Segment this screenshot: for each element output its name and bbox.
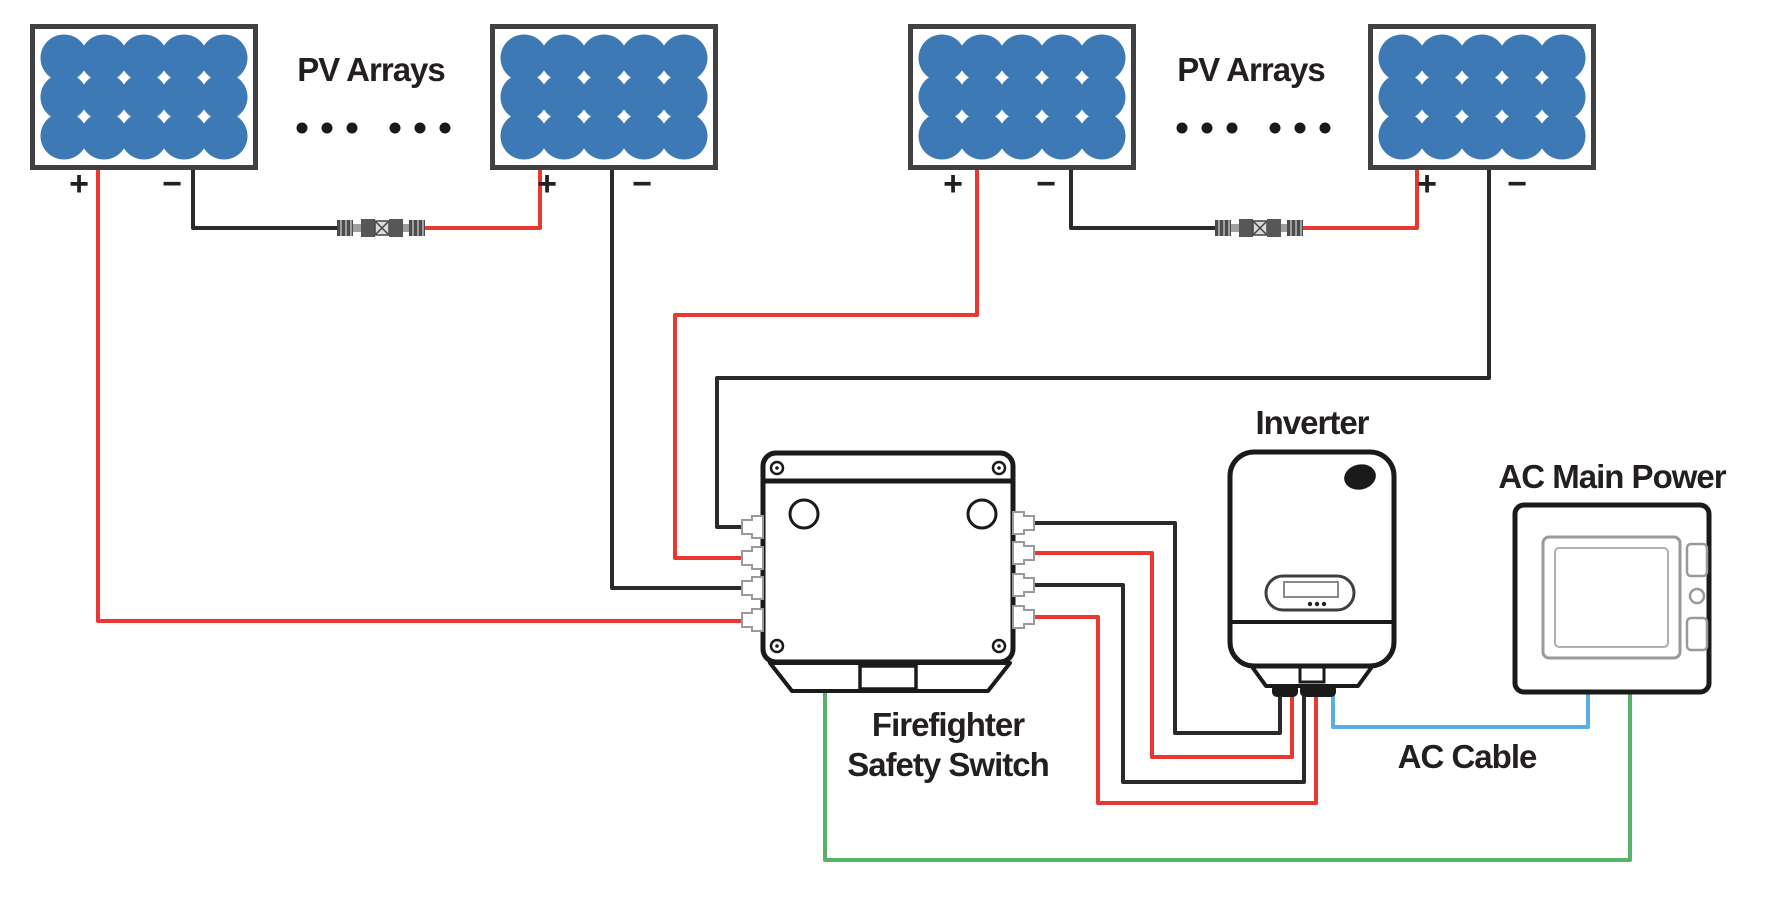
inverter-label: Inverter xyxy=(1255,404,1369,441)
pv-panel-1: + − xyxy=(33,27,256,203)
pv-arrays-label-2: PV Arrays xyxy=(1177,51,1325,88)
wire-pv1-positive xyxy=(96,166,742,623)
ac-box-latch xyxy=(1688,587,1706,605)
wiring xyxy=(96,166,1632,862)
screw-icon xyxy=(769,638,785,654)
wire-connector2-to-pv4-positive xyxy=(1297,166,1419,230)
ac-box-hinge-top xyxy=(1685,542,1709,578)
inverter-gland-right xyxy=(1300,684,1336,697)
wire-pv4-negative xyxy=(715,166,1491,529)
screw-icon xyxy=(991,460,1007,476)
ac-cable-label: AC Cable xyxy=(1398,738,1537,775)
firefighter-safety-switch-label-line2: Safety Switch xyxy=(847,746,1049,783)
wire-switch-out-3 xyxy=(1034,583,1306,784)
pv-panel-4-positive-label: + xyxy=(1417,165,1437,203)
switch-pedestal-notch xyxy=(858,664,918,691)
wire-connector1-to-pv2-positive xyxy=(419,166,542,230)
inverter-logo-dot xyxy=(1344,464,1376,490)
wire-pv1-negative xyxy=(191,166,343,230)
pv-panel-4: + − xyxy=(1371,27,1594,203)
wire-pv2-negative xyxy=(610,166,742,590)
switch-input-tabs xyxy=(741,515,764,632)
pv-panel-1-negative-label: − xyxy=(162,165,182,203)
pv-panel-3: + − xyxy=(911,27,1134,203)
ac-main-power-label: AC Main Power xyxy=(1498,458,1726,495)
wire-ground xyxy=(823,686,1632,862)
wire-pv3-negative xyxy=(1069,166,1221,230)
screw-icon xyxy=(991,638,1007,654)
wire-switch-out-1 xyxy=(1034,521,1282,735)
screw-icon xyxy=(769,460,785,476)
switch-body xyxy=(760,450,1016,665)
pv-arrays-label-1: PV Arrays xyxy=(297,51,445,88)
inverter: Inverter xyxy=(1227,404,1397,697)
inverter-display-buttons xyxy=(1307,601,1327,607)
ellipsis-dots-1 xyxy=(296,122,451,134)
pv-panel-3-negative-label: − xyxy=(1036,165,1056,203)
switch-knockout-right xyxy=(966,498,998,530)
ac-box-window-inner xyxy=(1554,547,1669,648)
wire-pv3-positive xyxy=(673,166,979,560)
switch-knockout-left xyxy=(788,498,820,530)
pv-panel-3-positive-label: + xyxy=(943,165,963,203)
pv-panel-2-negative-label: − xyxy=(632,165,652,203)
pv-panel-1-positive-label: + xyxy=(69,165,89,203)
firefighter-safety-switch-label-line1: Firefighter xyxy=(872,706,1025,743)
firefighter-safety-switch: Firefighter Safety Switch xyxy=(741,450,1050,783)
ac-main-power: AC Main Power xyxy=(1498,458,1728,695)
inverter-body xyxy=(1227,449,1397,669)
pv-panel-4-negative-label: − xyxy=(1507,165,1527,203)
ac-box-hinge-bottom xyxy=(1685,616,1709,652)
ellipsis-dots-2 xyxy=(1176,122,1331,134)
inverter-display-screen xyxy=(1283,581,1339,598)
pv-panel-2: + − xyxy=(493,27,716,203)
pv-panel-2-positive-label: + xyxy=(537,165,557,203)
wire-switch-out-4 xyxy=(1034,615,1318,805)
wire-switch-out-2 xyxy=(1034,551,1294,759)
wire-ac-cable xyxy=(1331,686,1590,729)
mc4-connector-1 xyxy=(336,218,426,238)
inverter-gland-left xyxy=(1272,684,1298,697)
mc4-connector-2 xyxy=(1214,218,1304,238)
switch-output-tabs xyxy=(1012,511,1035,629)
